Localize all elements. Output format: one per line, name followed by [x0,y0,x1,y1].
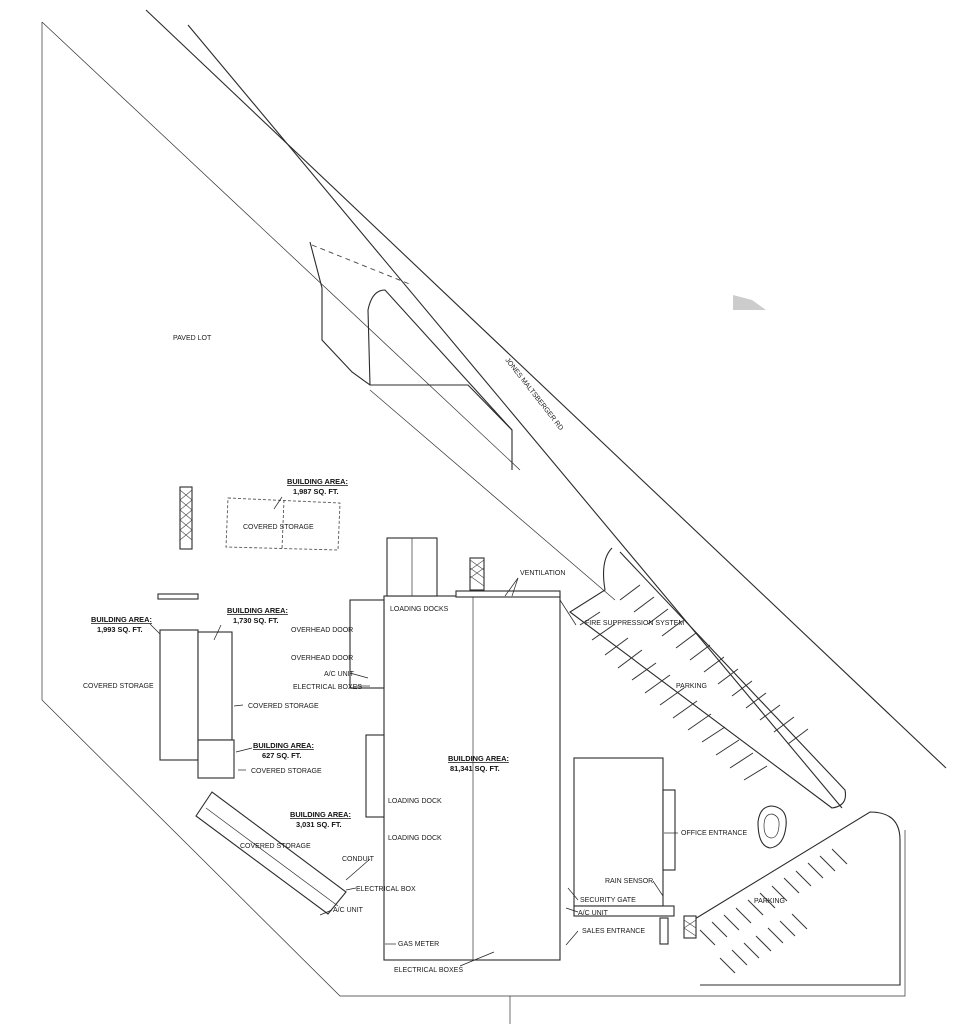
leader-lines [149,496,678,967]
island [757,805,787,849]
gas-meter-label: GAS METER [398,941,439,948]
island-inner [763,813,780,839]
storage-small-area-title: BUILDING AREA: [253,741,314,750]
driveway-dash [311,244,413,286]
driveway-curb-2 [367,289,513,431]
rack-left [179,486,193,550]
parking-lot-east [569,547,847,809]
property-boundary [41,22,906,997]
office-bump [662,789,676,871]
rain-sensor-label: RAIN SENSOR [605,878,653,885]
office-annex [573,757,664,907]
covered-storage-right-label: COVERED STORAGE [248,703,319,710]
storage-top-use-label: COVERED STORAGE [243,524,314,531]
road-label: JONES MALTSBERGER RD [503,357,564,432]
storage-diag-area-value: 3,031 SQ. FT. [296,820,342,829]
storage-building-mid [197,631,233,741]
storage-building-small [197,739,235,779]
gate-post [659,917,669,945]
main-building-area-title: BUILDING AREA: [448,754,509,763]
ventilation-unit [469,557,485,591]
electrical-boxes-top-label: ELECTRICAL BOXES [293,684,362,691]
storage-small-area-value: 627 SQ. FT. [262,751,301,760]
office-entrance-label: OFFICE ENTRANCE [681,830,747,837]
main-building-area-value: 81,341 SQ. FT. [450,764,500,773]
storage-top-area-title: BUILDING AREA: [287,477,348,486]
loading-docks-label: LOADING DOCKS [390,606,449,613]
sales-entrance-label: SALES ENTRANCE [582,928,645,935]
overhead-door-1-label: OVERHEAD DOOR [291,627,353,634]
storage-diag-area-title: BUILDING AREA: [290,810,351,819]
dock-west-upper [349,599,385,689]
road-edge-inner [187,24,843,809]
fire-suppression-label: FIRE SUPPRESSION SYSTEM [585,620,684,627]
parking-stalls-southeast [699,848,848,974]
parking-stalls-east [579,584,809,781]
rack-bar [157,593,199,600]
storage-mid-area-value: 1,730 SQ. FT. [233,616,279,625]
shaded-patch [733,295,766,310]
property-boundary-top [41,21,521,471]
road-curb [369,389,616,601]
covered-storage-top [225,497,341,551]
parking-lot-southeast [684,811,901,986]
driveway-curb [309,241,513,470]
lot-label: PAVED LOT [173,335,212,342]
ventilation-label: VENTILATION [520,570,565,577]
dock-west-lower [365,734,385,818]
conduit-label: CONDUIT [342,856,375,863]
covered-storage-small-label: COVERED STORAGE [251,768,322,775]
security-gate-label: SECURITY GATE [580,897,636,904]
storage-building-left [159,629,199,761]
electrical-boxes-bottom-label: ELECTRICAL BOXES [394,967,463,974]
ac-unit-right-label: A/C UNIT [578,910,609,917]
road-edge-outer [145,9,947,769]
storage-left-area-value: 1,993 SQ. FT. [97,625,143,634]
covered-storage-left-label: COVERED STORAGE [83,683,154,690]
electrical-box-label: ELECTRICAL BOX [356,886,416,893]
security-gate [683,915,697,939]
storage-top-area-value: 1,987 SQ. FT. [293,487,339,496]
loading-dock-2-label: LOADING DOCK [388,835,442,842]
loading-dock-1-label: LOADING DOCK [388,798,442,805]
parking-label-southeast: PARKING [754,898,785,905]
storage-building-diag [195,791,347,915]
covered-storage-diag-label: COVERED STORAGE [240,843,311,850]
parking-label-east: PARKING [676,683,707,690]
ac-unit-top-label: A/C UNIT [324,671,355,678]
overhead-door-2-label: OVERHEAD DOOR [291,655,353,662]
storage-mid-area-title: BUILDING AREA: [227,606,288,615]
storage-left-area-title: BUILDING AREA: [91,615,152,624]
ac-unit-left-label: A/C UNIT [333,907,364,914]
main-building [383,595,561,961]
roof-strip [455,590,561,598]
